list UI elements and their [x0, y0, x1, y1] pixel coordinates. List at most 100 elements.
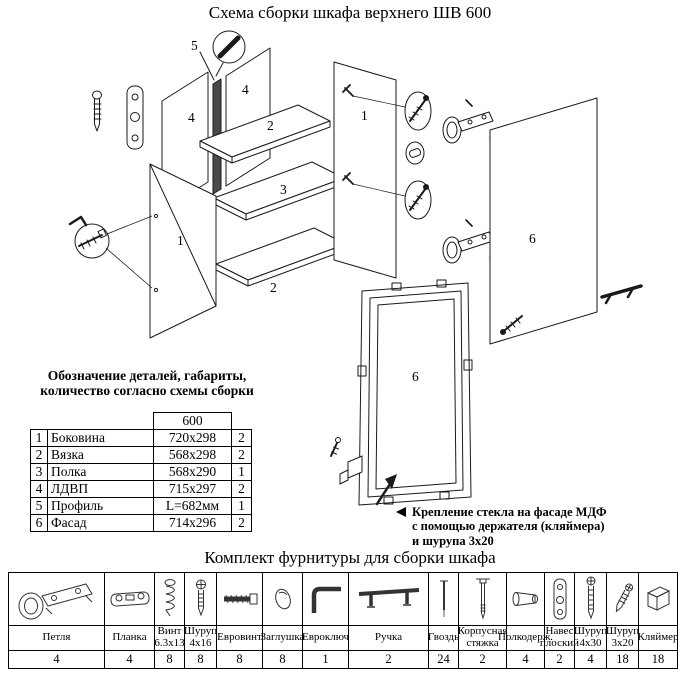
hinge-icon-top: [442, 99, 497, 145]
screw-icon: [92, 90, 102, 132]
hardware-item: Гвоздь 24: [428, 573, 459, 668]
arrow-left-icon: [396, 507, 406, 517]
hardware-item-name: Заглушка: [261, 625, 304, 651]
hardware-item-qty: 8: [236, 652, 243, 666]
hardware-item-qty: 8: [197, 652, 204, 666]
hardware-item-name: Шуруп 4x16: [183, 625, 218, 651]
plate-icon: [105, 573, 154, 625]
glass-note: Крепление стекла на фасаде МДФ с помощью…: [396, 505, 607, 548]
cam-bolt-icon: [459, 573, 506, 625]
hardware-item: Евровинт 8: [217, 573, 263, 668]
part-label-profile: 5: [191, 38, 198, 53]
glass-facade-frame: [357, 279, 473, 506]
part-label-bottom-shelf: 2: [270, 280, 277, 295]
hardware-item-name: Шуруп 3x20: [605, 625, 640, 651]
handle-icon: [600, 284, 643, 305]
part-label-right-facade: 6: [529, 231, 536, 246]
hardware-item: Петля 4: [9, 573, 105, 668]
hardware-item-name: Шуруп 4x30: [573, 625, 608, 651]
shelf-pin-icon: [507, 573, 544, 625]
clip-icon: [391, 282, 402, 291]
hardware-item-name: Гвоздь: [428, 625, 459, 651]
hardware-item-name: Евровинт: [217, 625, 262, 651]
part-label-back-right: 4: [242, 82, 249, 97]
callout-euroscrew-bottom: [404, 180, 432, 220]
clip-icon: [463, 359, 473, 371]
clip-icon: [439, 491, 450, 500]
table-row: 6 Фасад 714x296 2: [30, 514, 252, 532]
screw-icon: [185, 573, 216, 625]
hardware-item-qty: 2: [479, 652, 486, 666]
hardware-table: Петля 4 Планка 4 Винт 6.3x13 8: [8, 572, 679, 669]
hardware-item-qty: 8: [279, 652, 286, 666]
hardware-item: Евроключ 1: [302, 573, 349, 668]
hardware-item-qty: 4: [53, 652, 60, 666]
hardware-item-qty: 4: [126, 652, 133, 666]
glass-note-line1: Крепление стекла на фасаде МДФ: [412, 505, 607, 519]
part-label-back-left: 4: [188, 110, 195, 125]
part-label-right-side: 1: [361, 108, 368, 123]
hardware-item: Навес плоский 2: [539, 573, 580, 668]
table-row: 2 Вязка 568x298 2: [30, 446, 252, 464]
hardware-item: Шуруп 3x20 18: [605, 573, 640, 668]
flat-hanger-icon: [126, 85, 144, 150]
page-title: Схема сборки шкафа верхнего ШВ 600: [208, 3, 492, 22]
nail-icon: [429, 573, 458, 625]
parts-note-line1: Обозначение деталей, габариты,: [47, 368, 247, 383]
hardware-item-name: Ручка: [349, 625, 428, 651]
hardware-item: Кляймер 18: [637, 573, 679, 668]
hardware-item: Полкодерж. 4: [498, 573, 553, 668]
hardware-item-qty: 18: [616, 652, 629, 666]
part-label-glass-facade: 6: [412, 369, 419, 384]
hex-key-icon: [303, 573, 348, 625]
clip-icon: [436, 279, 447, 288]
callout-plug: [405, 141, 425, 165]
hardware-title: Комплект фурнитуры для сборки шкафа: [204, 548, 496, 567]
hardware-item: Заглушка 8: [261, 573, 304, 668]
hardware-item: Ручка 2: [349, 573, 429, 668]
screw-icon: [607, 573, 638, 625]
clip-icon: [357, 365, 367, 377]
hardware-item-qty: 8: [166, 652, 173, 666]
hardware-item-name: Винт 6.3x13: [154, 625, 185, 651]
parts-note-line2: количество согласно схемы сборки: [40, 383, 254, 399]
hardware-item-qty: 4: [587, 652, 594, 666]
hardware-item-name: Навес плоский: [539, 625, 580, 651]
hardware-item-qty: 24: [437, 652, 450, 666]
hardware-item-name: Планка: [105, 625, 154, 651]
callout-euroscrew-top: [404, 91, 432, 131]
right-facade-panel: [489, 97, 598, 345]
bottom-shelf: [215, 227, 347, 287]
hardware-item-name: Петля: [9, 625, 104, 651]
part-label-middle-shelf: 3: [280, 182, 287, 197]
assembly-diagram: 5 4 4 2 3 2 1 1 6 6: [68, 30, 643, 506]
screw-icon: [575, 573, 606, 625]
glass-note-line2: с помощью держателя (кляймера): [412, 519, 605, 534]
back-panel-right: [225, 47, 271, 187]
hardware-item: Шуруп 4x30 4: [573, 573, 608, 668]
table-row: 3 Полка 568x290 1: [30, 463, 252, 481]
leader-line: [199, 51, 215, 81]
hardware-item-name: Евроключ: [302, 625, 349, 651]
hardware-item-name: Полкодерж.: [498, 625, 553, 651]
hardware-item: Корпусная стяжка 2: [458, 573, 507, 668]
klyaymer-detail: [330, 437, 363, 485]
callout-profile: [212, 30, 246, 77]
part-label-top-shelf: 2: [267, 118, 274, 133]
plug-icon: [263, 573, 302, 625]
hardware-item-qty: 4: [522, 652, 529, 666]
euroscrew-icon: [217, 573, 262, 625]
flat-hanger-icon: [545, 573, 574, 625]
hardware-item-qty: 1: [322, 652, 329, 666]
clip-icon: [383, 496, 394, 505]
hardware-item-name: Кляймер: [637, 625, 679, 651]
arrow-up-icon: [375, 474, 397, 506]
parts-table-header: 600: [31, 412, 252, 430]
hardware-item-qty: 2: [385, 652, 392, 666]
hardware-item-qty: 2: [556, 652, 563, 666]
table-row: 1 Боковина 720x298 2: [30, 429, 252, 447]
part-label-left-side: 1: [177, 233, 184, 248]
hardware-item: Шуруп 4x16 8: [183, 573, 218, 668]
screw-icon: [500, 315, 523, 335]
